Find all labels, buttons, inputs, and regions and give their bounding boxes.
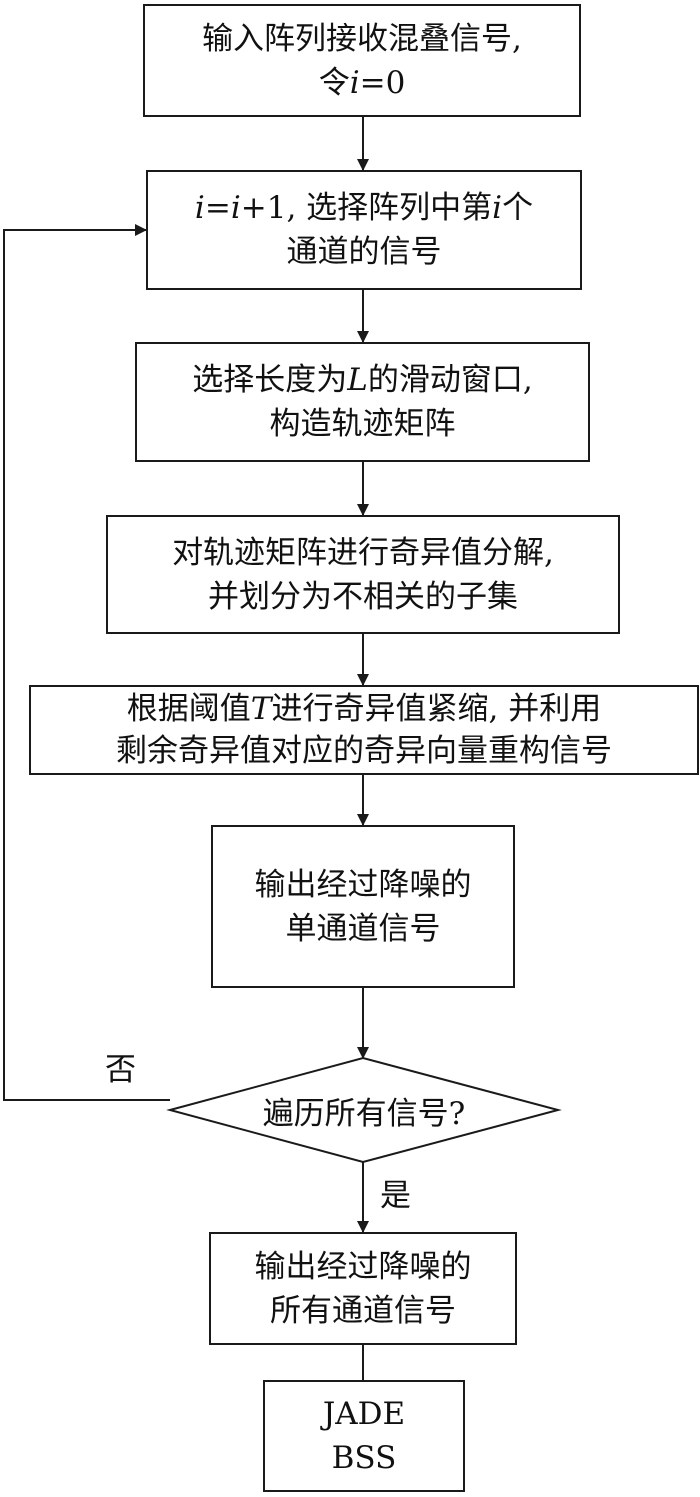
step-output-single-line2: 单通道信号 bbox=[285, 910, 441, 947]
step-output-single-box: 输出经过降噪的 单通道信号 bbox=[211, 825, 515, 988]
step-sliding-window-line1: 选择长度为L的滑动窗口, bbox=[192, 362, 533, 398]
loop-back-line bbox=[3, 224, 170, 1101]
step-jade-line2: BSS bbox=[331, 1440, 397, 1476]
step-shrink-box: 根据阈值T进行奇异值紧缩, 并利用 剩余奇异值对应的奇异向量重构信号 bbox=[29, 685, 699, 775]
step-sliding-window-line2: 构造轨迹矩阵 bbox=[269, 406, 456, 442]
step-svd-line1: 对轨迹矩阵进行奇异值分解, bbox=[172, 534, 554, 571]
step-shrink-line2: 剩余奇异值对应的奇异向量重构信号 bbox=[116, 733, 612, 769]
step-svd-line2: 并划分为不相关的子集 bbox=[208, 578, 518, 615]
step-svd-box: 对轨迹矩阵进行奇异值分解, 并划分为不相关的子集 bbox=[106, 515, 620, 634]
step-shrink-line1: 根据阈值T进行奇异值紧缩, 并利用 bbox=[126, 691, 602, 727]
step-output-all-line1: 输出经过降噪的 bbox=[254, 1248, 472, 1285]
step-output-single-line1: 输出经过降噪的 bbox=[254, 866, 472, 903]
step-select-channel-line1: i=i+1, 选择阵列中第i个 bbox=[194, 190, 534, 226]
step-sliding-window-box: 选择长度为L的滑动窗口, 构造轨迹矩阵 bbox=[135, 342, 590, 462]
decision-yes-label: 是 bbox=[380, 1178, 411, 1214]
decision-diamond bbox=[166, 1056, 562, 1164]
step-output-all-line2: 所有通道信号 bbox=[270, 1292, 456, 1329]
step-select-channel-box: i=i+1, 选择阵列中第i个 通道的信号 bbox=[146, 170, 582, 290]
decision-text: 遍历所有信号? bbox=[262, 1095, 466, 1132]
step-input-line2: 令i=0 bbox=[318, 64, 406, 101]
step-input-box: 输入阵列接收混叠信号, 令i=0 bbox=[143, 4, 581, 117]
step-jade-box: JADE BSS bbox=[263, 1380, 465, 1492]
step-jade-line1: JADE bbox=[322, 1396, 406, 1432]
decision-no-label: 否 bbox=[105, 1052, 136, 1088]
step-select-channel-line2: 通道的信号 bbox=[286, 234, 442, 270]
step-output-all-box: 输出经过降噪的 所有通道信号 bbox=[209, 1232, 517, 1345]
step-input-line1: 输入阵列接收混叠信号, bbox=[202, 20, 522, 57]
